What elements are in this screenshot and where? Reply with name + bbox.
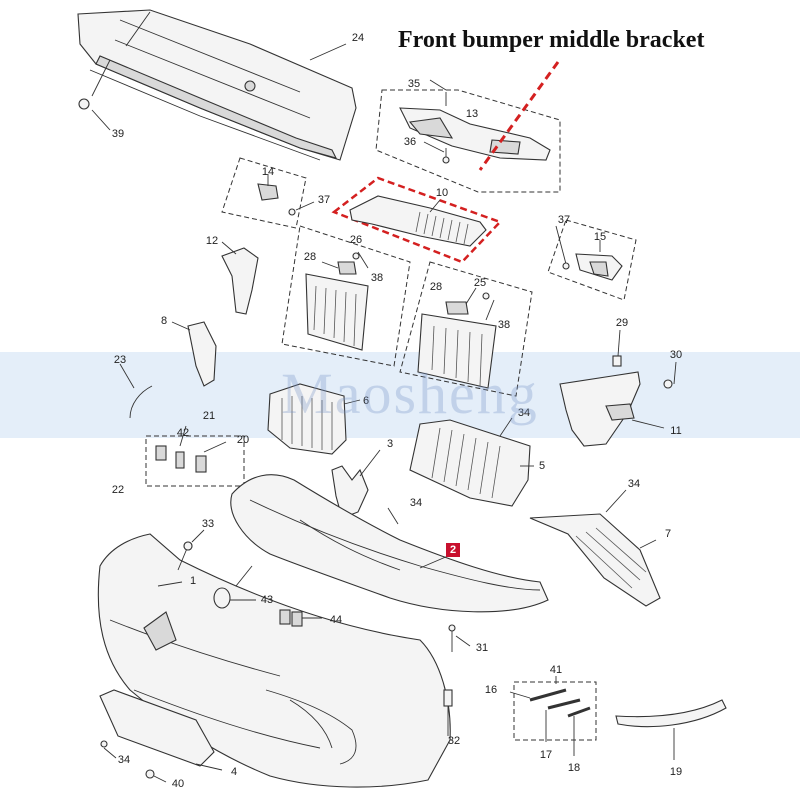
part-24-reinforcement-beam	[77, 9, 357, 161]
label-7: 7	[665, 528, 671, 540]
label-19: 19	[670, 766, 682, 778]
label-34-bottom: 34	[118, 754, 130, 766]
part-6-grille	[267, 383, 361, 455]
part-15-group	[547, 219, 637, 301]
part-23-clip	[119, 363, 153, 419]
label-17: 17	[540, 749, 552, 761]
label-42: 42	[177, 427, 189, 439]
part-8-trim	[171, 321, 217, 387]
diagram-title: Front bumper middle bracket	[398, 27, 705, 53]
label-37-right: 37	[558, 214, 570, 226]
label-11: 11	[670, 425, 681, 437]
label-10: 10	[436, 187, 448, 199]
part-12-bracket	[221, 241, 259, 315]
label-4: 4	[231, 766, 237, 778]
part-11-bracket	[559, 329, 677, 447]
label-38: 38	[371, 272, 383, 284]
watermark: Maosheng	[281, 361, 539, 426]
callout-labels: 24 39 35 13 36 10 14 37 37 15 12 26 28 3…	[112, 32, 682, 790]
part-43-44-fittings	[213, 565, 322, 627]
label-29: 29	[616, 317, 628, 329]
label-27: 28	[430, 281, 442, 293]
highlight-box	[331, 176, 503, 264]
label-43: 43	[261, 594, 273, 606]
label-12: 12	[206, 235, 218, 247]
label-35: 35	[408, 78, 420, 90]
label-1: 1	[190, 575, 196, 587]
label-33: 33	[202, 518, 214, 530]
part-19-strip	[615, 699, 727, 760]
label-37: 37	[318, 194, 330, 206]
part-22-group	[145, 425, 245, 487]
label-22: 22	[112, 484, 124, 496]
label-18: 18	[568, 762, 580, 774]
label-34-right: 34	[628, 478, 640, 490]
label-8: 8	[161, 315, 167, 327]
label-31: 31	[476, 642, 488, 654]
misc-fasteners	[387, 79, 447, 525]
watermark-band	[0, 352, 800, 438]
label-41: 41	[550, 664, 562, 676]
label-34-lower: 34	[410, 497, 422, 509]
part-31-32-fasteners	[443, 624, 471, 736]
label-6: 6	[363, 395, 369, 407]
label-2: 2	[450, 544, 456, 556]
part-26-shutter-group	[281, 225, 411, 367]
part-33-clip	[183, 529, 205, 551]
part-5-shutter	[409, 417, 534, 507]
callout-2-badge	[446, 543, 460, 557]
label-39: 39	[112, 128, 124, 140]
label-28: 28	[304, 251, 316, 263]
label-16: 16	[485, 684, 497, 696]
highlight-pointer	[478, 61, 560, 171]
label-32: 32	[448, 735, 460, 747]
label-15: 15	[594, 231, 606, 243]
label-26: 26	[350, 234, 362, 246]
label-44: 44	[330, 614, 342, 626]
label-23: 23	[114, 354, 126, 366]
label-34-mid: 34	[518, 407, 530, 419]
part-7-side-trim	[529, 489, 661, 607]
label-21: 21	[203, 410, 215, 422]
label-38-right: 38	[498, 319, 510, 331]
part-41-group	[509, 676, 597, 756]
label-14: 14	[262, 166, 274, 178]
part-14-group	[221, 157, 315, 229]
label-25: 25	[474, 277, 486, 289]
label-30: 30	[670, 349, 682, 361]
label-36: 36	[404, 136, 416, 148]
part-13-group	[375, 89, 561, 193]
label-24: 24	[352, 32, 364, 44]
label-3: 3	[387, 438, 393, 450]
label-20: 20	[237, 434, 249, 446]
label-40: 40	[172, 778, 184, 790]
part-3-bracket	[331, 449, 381, 519]
label-13: 13	[466, 108, 478, 120]
part-25-shutter-group	[399, 261, 533, 397]
label-5: 5	[539, 460, 545, 472]
part-10-middle-bracket	[331, 61, 560, 264]
part-4-plate-bracket	[99, 689, 223, 783]
part-2-lower-cover	[230, 474, 549, 613]
